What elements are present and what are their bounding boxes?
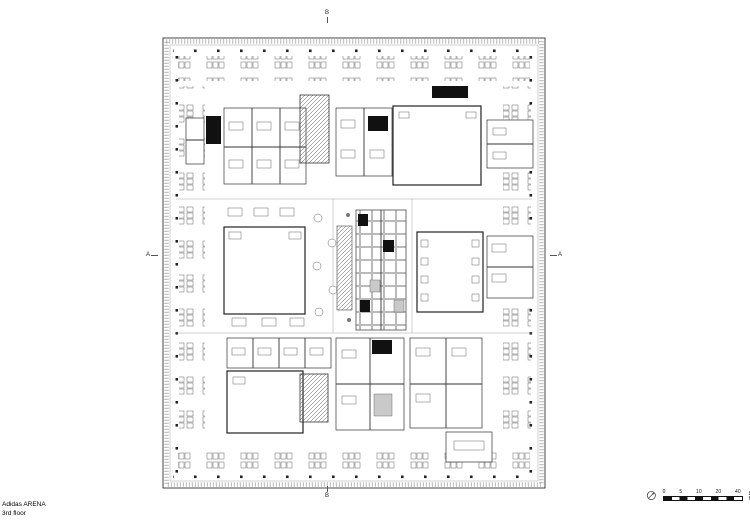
hall-mid-right [416, 231, 484, 313]
rooms-bottom-right [409, 337, 493, 463]
lounge-center [312, 213, 353, 322]
hall-mid-left [223, 207, 306, 327]
rooms-top-center [335, 107, 393, 177]
scale-tick-label: 40 [735, 489, 741, 495]
section-marker-label: B [325, 493, 330, 499]
stair-core-top [299, 94, 330, 164]
section-line [151, 254, 159, 256]
scale-tick-label: 5 [679, 489, 683, 495]
section-line [326, 486, 328, 492]
scale-end-label: 85 ft [748, 492, 750, 502]
project-title: Adidas ARENA [2, 501, 46, 508]
scale-bar-group: 0 5 10 20 40 85 ft [646, 489, 750, 502]
core-central [355, 209, 407, 331]
north-arrow-icon [646, 491, 656, 500]
hall-top-right [392, 86, 534, 186]
rooms-bottom-left [226, 337, 332, 434]
section-marker-top: B [325, 10, 329, 23]
core-bottom-center [299, 337, 405, 431]
scale-tick-label: 0 [662, 489, 666, 495]
section-marker-right: A [550, 252, 562, 258]
scale-bar: 0 5 10 20 40 [662, 490, 743, 501]
rooms-mid-right [486, 235, 534, 299]
scale-tick-labels: 0 5 10 20 40 [663, 490, 741, 495]
scale-tick-label: 10 [696, 489, 702, 495]
sheet-title: 3rd floor [2, 509, 26, 517]
section-marker-label: A [558, 252, 563, 258]
building-envelope [162, 37, 546, 489]
scale-bar-segments [662, 496, 743, 501]
section-marker-label: B [325, 10, 330, 16]
corridor-lines [176, 198, 532, 334]
scale-tick-label: 20 [715, 489, 722, 495]
section-line [550, 254, 557, 256]
section-marker-bottom: B [325, 486, 329, 499]
meeting-rooms-top-left [185, 107, 307, 185]
section-line [326, 17, 328, 23]
section-marker-label: A [146, 252, 151, 258]
title-block: Adidas ARENA 3rd floor [2, 501, 46, 519]
section-marker-left: A [146, 252, 159, 258]
